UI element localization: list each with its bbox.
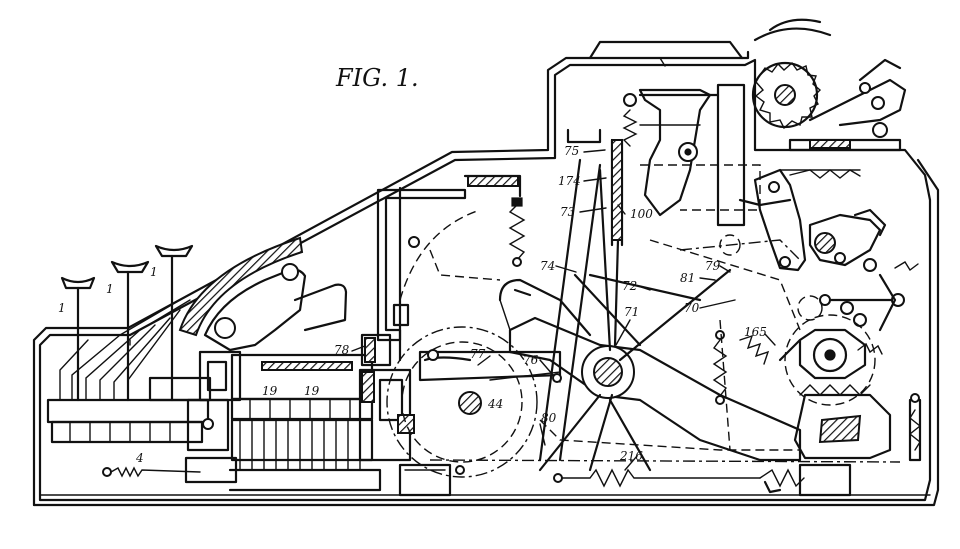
leader-lines xyxy=(351,149,776,471)
label-1-c: 1 xyxy=(150,265,158,279)
vertical-springs xyxy=(508,93,770,405)
housing-outline xyxy=(32,40,940,507)
label-79: 79 xyxy=(705,259,721,273)
label-71: 71 xyxy=(624,305,639,319)
label-74: 74 xyxy=(540,259,555,273)
label-73: 73 xyxy=(560,205,576,219)
phantom-positions xyxy=(399,209,901,463)
base-plates xyxy=(398,463,852,497)
label-70: 70 xyxy=(684,301,700,315)
label-100: 100 xyxy=(630,207,653,221)
label-44: 44 xyxy=(487,397,503,411)
key-stems xyxy=(59,244,194,402)
label-75: 75 xyxy=(564,144,579,158)
bottom-left-spring xyxy=(102,466,201,478)
label-1-b: 1 xyxy=(106,282,114,296)
reference-numerals: 1 1 1 4 19 19 78 77 76 44 80 75 174 73 1… xyxy=(58,144,767,465)
label-165: 165 xyxy=(744,325,767,339)
label-76: 76 xyxy=(523,353,539,367)
label-77: 77 xyxy=(470,347,486,361)
label-4: 4 xyxy=(135,451,144,465)
bottom-right-gear xyxy=(778,314,922,462)
link-rods xyxy=(489,158,732,472)
label-72: 72 xyxy=(622,279,637,293)
label-174: 174 xyxy=(558,174,581,188)
label-19-b: 19 xyxy=(304,384,320,398)
figure-title: FIG. 1. xyxy=(335,64,419,92)
label-1-a: 1 xyxy=(58,301,66,315)
label-81: 81 xyxy=(680,271,695,285)
label-19-a: 19 xyxy=(262,384,278,398)
top-right-ratchet xyxy=(751,18,907,152)
label-78: 78 xyxy=(334,343,350,357)
label-216: 216 xyxy=(619,449,643,463)
upper-trip-mechanism xyxy=(566,83,761,247)
center-frame xyxy=(358,174,522,462)
main-lever-71 xyxy=(498,278,802,462)
type-carriage xyxy=(184,353,382,492)
label-80: 80 xyxy=(541,411,557,425)
return-spring-216 xyxy=(553,468,805,494)
right-pawl-assembly xyxy=(738,168,919,332)
segment-plate xyxy=(178,236,348,402)
